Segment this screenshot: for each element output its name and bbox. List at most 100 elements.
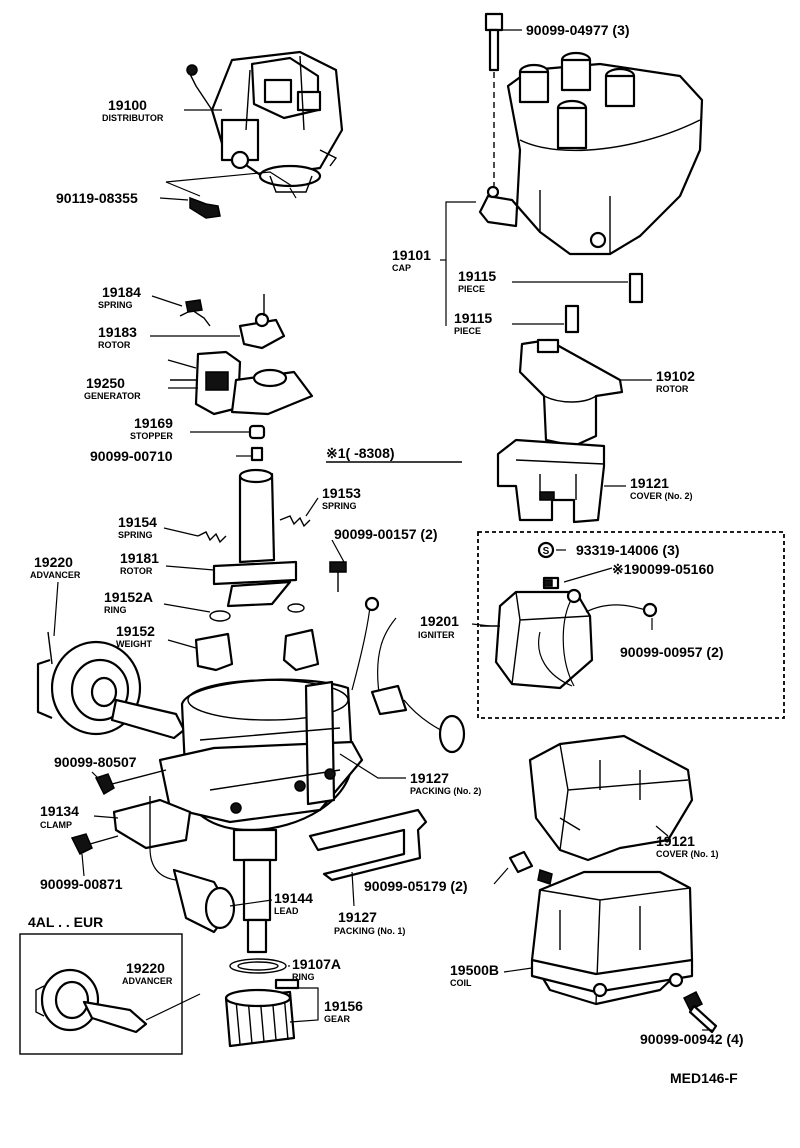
callout-19144-number: 19144 xyxy=(274,890,313,906)
rotor-19102-drawing xyxy=(518,338,624,448)
coil-19500b-drawing xyxy=(530,870,694,1006)
callout-19250-name: GENERATOR xyxy=(84,391,141,401)
callout-19169-name: STOPPER xyxy=(130,431,173,441)
callout-19184-number: 19184 xyxy=(102,284,141,300)
ring-19152a-drawing xyxy=(209,603,305,622)
callout-90099-04977-number: 90099-04977 (3) xyxy=(526,22,630,38)
igniter-19201-drawing xyxy=(480,576,658,690)
stopper-19169-drawing xyxy=(248,424,266,440)
clamp-19134-drawing xyxy=(112,796,192,850)
piece-19115-b-drawing xyxy=(512,304,580,334)
callout-19121-b-number: 19121 xyxy=(656,833,695,849)
washer-93319-14006-drawing: S xyxy=(537,541,555,559)
piece-19115-a-drawing xyxy=(512,272,644,304)
callout-19101-name: CAP xyxy=(392,263,411,273)
spring-19184-drawing xyxy=(179,299,211,327)
callout-19102-name: ROTOR xyxy=(656,384,689,394)
callout-19220-b-name: ADVANCER xyxy=(122,976,173,986)
callout-19134-name: CLAMP xyxy=(40,820,72,830)
callout-90099-05179-number: 90099-05179 (2) xyxy=(364,878,468,894)
callout-19153-name: SPRING xyxy=(322,501,357,511)
callout-19201-number: 19201 xyxy=(420,613,459,629)
callout-19250-number: 19250 xyxy=(86,375,125,391)
callout-90099-00942-number: 90099-00942 (4) xyxy=(640,1031,744,1047)
cover-no1-drawing xyxy=(528,734,694,862)
gear-19156-drawing xyxy=(224,978,319,1048)
svg-text:S: S xyxy=(543,546,550,557)
callout-19183-name: ROTOR xyxy=(98,340,131,350)
ring-19107a-drawing xyxy=(229,958,287,974)
callout-19127-a-number: 19127 xyxy=(410,770,449,786)
distributor-housing-drawing xyxy=(158,596,466,954)
callout-19101-number: 19101 xyxy=(392,247,431,263)
callout-90099-00710-number: 90099-00710 xyxy=(90,448,173,464)
bolt-90099-00942-drawing xyxy=(682,990,718,1034)
callout-19100-number: 19100 xyxy=(108,97,147,113)
callout-19183-number: 19183 xyxy=(98,324,137,340)
cap-bracket-line xyxy=(445,201,476,326)
callout-19127-b-name: PACKING (No. 1) xyxy=(334,926,405,936)
weight-19152-drawing xyxy=(194,628,320,672)
callout-90099-00871-number: 90099-00871 xyxy=(40,876,123,892)
callout-19201-name: IGNITER xyxy=(418,630,455,640)
packing-no2-drawing xyxy=(339,753,406,779)
lead-19144-drawing xyxy=(149,847,273,934)
callout-19127-b-number: 19127 xyxy=(338,909,377,925)
callout-90099-00957-number: 90099-00957 (2) xyxy=(620,644,724,660)
cover-no2-drawing xyxy=(496,438,606,524)
rotor-19183-drawing xyxy=(238,294,286,350)
callout-19156-name: GEAR xyxy=(324,1014,351,1024)
nut-90099-05179-drawing xyxy=(493,850,553,885)
callout-19107a-number: 19107A xyxy=(292,956,341,972)
advancer-19220-drawing xyxy=(36,631,186,740)
callout-19121-b-name: COVER (No. 1) xyxy=(656,849,719,859)
callout-19156-number: 19156 xyxy=(324,998,363,1014)
callout-19152-name: WEIGHT xyxy=(116,639,152,649)
callout-19152-number: 19152 xyxy=(116,623,155,639)
advancer-19220-inset-drawing xyxy=(35,968,148,1034)
callout-19107a-name: RING xyxy=(292,972,315,982)
packing-no1-drawing xyxy=(308,808,428,907)
callout-19181-name: ROTOR xyxy=(120,566,153,576)
screw-90099-00157-drawing xyxy=(329,561,347,592)
drawing-code: MED146-F xyxy=(670,1070,738,1086)
callout-19154-number: 19154 xyxy=(118,514,157,530)
spring-19153-drawing xyxy=(279,515,311,528)
distributor-cap-drawing xyxy=(478,51,704,256)
variant-note: ※1( -8308) xyxy=(326,445,395,461)
callout-19100-name: DISTRIBUTOR xyxy=(102,113,164,123)
callout-93319-14006-number: 93319-14006 (3) xyxy=(576,542,680,558)
callout-90099-00157-number: 90099-00157 (2) xyxy=(334,526,438,542)
callout-19144-name: LEAD xyxy=(274,906,299,916)
callout-19181-number: 19181 xyxy=(120,550,159,566)
callout-19121-a-number: 19121 xyxy=(630,475,669,491)
callout-19102-number: 19102 xyxy=(656,368,695,384)
callout-19184-name: SPRING xyxy=(98,300,133,310)
callout-90099-80507-number: 90099-80507 xyxy=(54,754,137,770)
spring-19154-drawing xyxy=(197,531,227,544)
callout-19220-a-number: 19220 xyxy=(34,554,73,570)
bolt-90119-08355-drawing xyxy=(165,171,297,219)
distributor-assembly-drawing xyxy=(186,50,344,193)
callout-19154-name: SPRING xyxy=(118,530,153,540)
leader-lines xyxy=(53,29,712,1031)
callout-19134-number: 19134 xyxy=(40,803,79,819)
governor-shaft-drawing xyxy=(212,468,298,608)
screw-90099-00710-drawing xyxy=(250,446,264,462)
callout-19169-number: 19169 xyxy=(134,415,173,431)
bolt-90099-00871-drawing xyxy=(70,833,119,856)
inset-frame xyxy=(19,933,183,1055)
callout-19115-a-number: 19115 xyxy=(458,268,496,284)
inset-label: 4AL . . EUR xyxy=(28,914,103,930)
callout-19115-b-number: 19115 xyxy=(454,310,492,326)
callout-19500b-number: 19500B xyxy=(450,962,499,978)
callout-19115-a-name: PIECE xyxy=(458,284,485,294)
callout-19152a-name: RING xyxy=(104,605,127,615)
callout-19153-number: 19153 xyxy=(322,485,361,501)
bolt-90099-80507-drawing xyxy=(94,769,167,796)
callout-19127-a-name: PACKING (No. 2) xyxy=(410,786,481,796)
callout-19121-a-name: COVER (No. 2) xyxy=(630,491,693,501)
generator-19250-drawing xyxy=(167,350,314,416)
callout-19115-b-name: PIECE xyxy=(454,326,481,336)
